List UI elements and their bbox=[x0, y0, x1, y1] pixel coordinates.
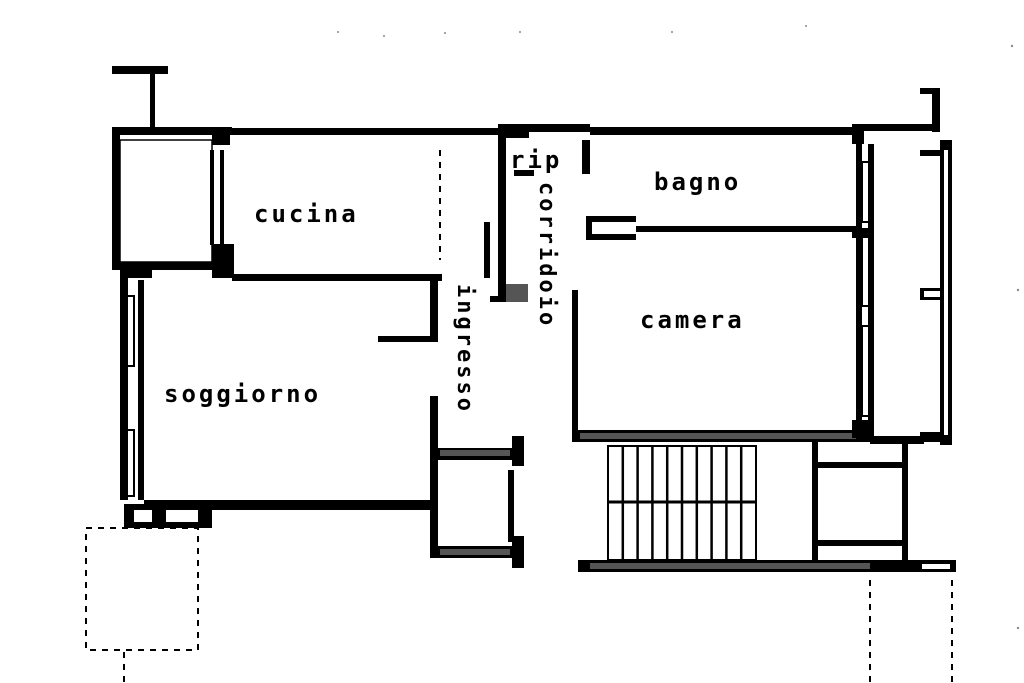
room-label-living-room: soggiorno bbox=[164, 380, 321, 408]
balcony-top-left bbox=[112, 127, 234, 278]
terrace-outline-left bbox=[85, 527, 199, 683]
wall-entrance bbox=[430, 150, 524, 568]
terrace-outline-right bbox=[869, 580, 953, 683]
staircase bbox=[607, 445, 757, 561]
scan-specks bbox=[337, 25, 1020, 630]
wall-bathroom-bedroom bbox=[572, 216, 870, 442]
vent-stub bbox=[112, 66, 168, 128]
storage-closet bbox=[484, 128, 590, 302]
outer-wall-left-living bbox=[120, 266, 434, 528]
outer-wall-top bbox=[112, 88, 940, 135]
wall-kitchen-living bbox=[232, 274, 442, 342]
room-label-kitchen: cucina bbox=[254, 200, 359, 228]
outer-wall-right bbox=[852, 124, 874, 440]
room-label-storage: rip bbox=[510, 146, 562, 174]
stair-landing bbox=[578, 440, 956, 572]
room-label-entrance: ingresso bbox=[452, 284, 477, 414]
room-label-bathroom: bagno bbox=[654, 168, 741, 196]
balcony-right bbox=[870, 140, 952, 445]
room-label-bedroom: camera bbox=[640, 306, 745, 334]
room-label-hallway: corridoio bbox=[534, 182, 559, 328]
